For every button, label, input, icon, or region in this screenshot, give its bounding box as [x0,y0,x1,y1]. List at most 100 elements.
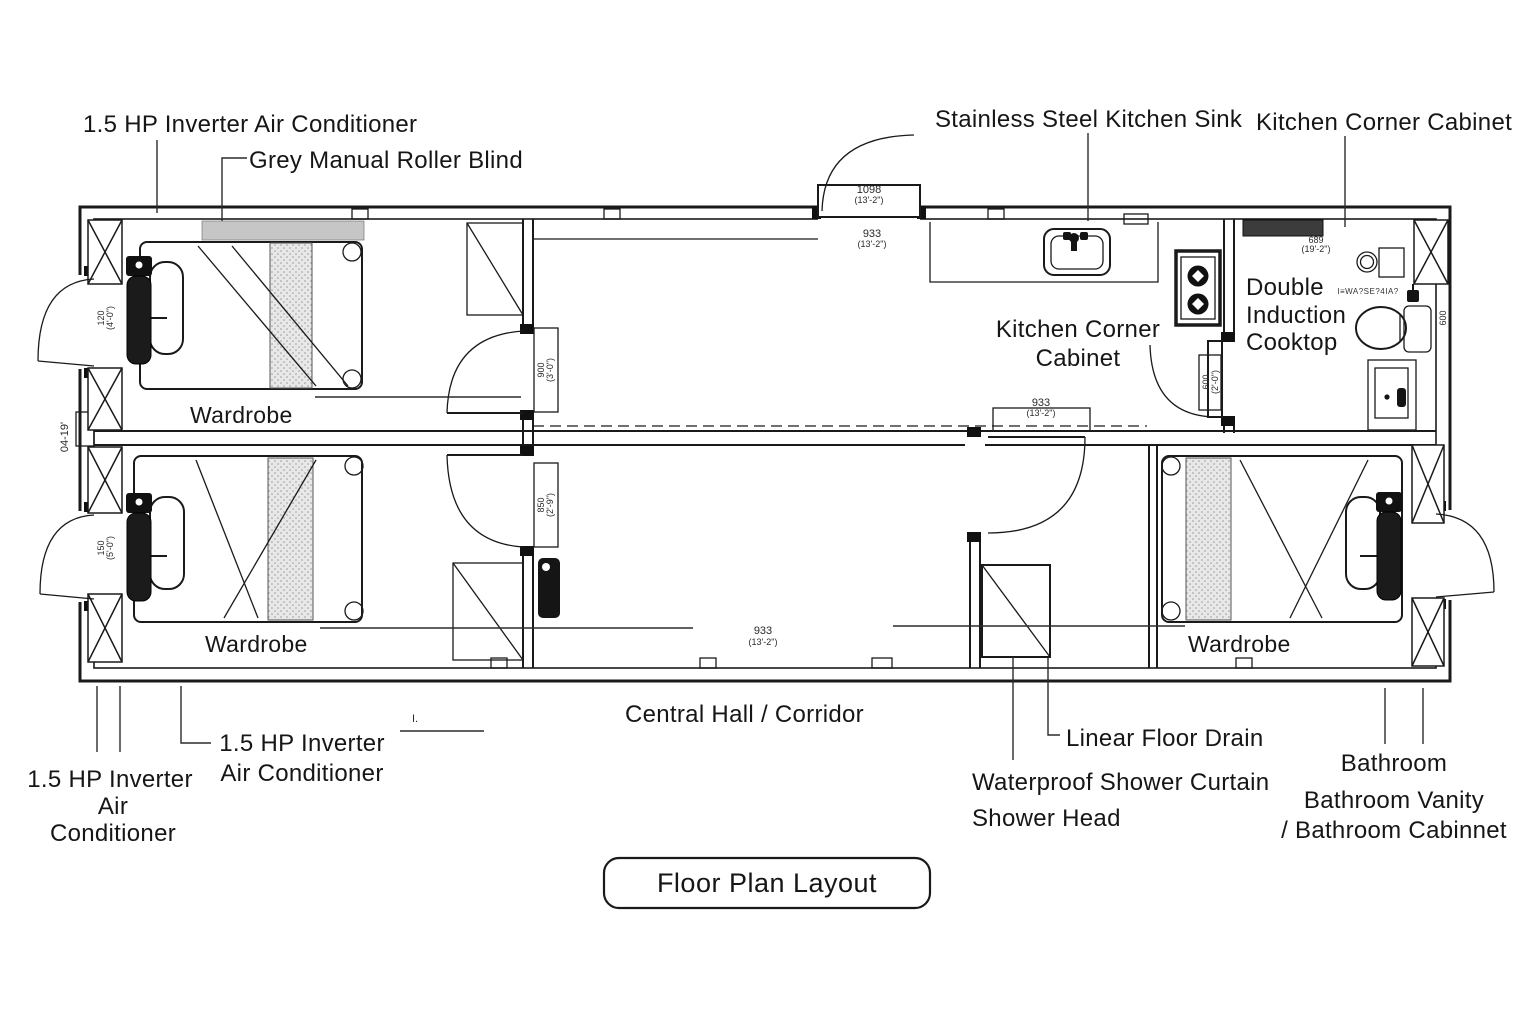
left-top-exterior-door-arc [37,278,95,362]
kitchen-sink [1043,228,1111,276]
corridor-ac-unit [538,558,560,618]
pillow [149,261,184,355]
bed-blanket-band [269,242,313,389]
bed-top-left [139,220,365,390]
ac-unit-top-left [126,256,152,365]
label-kitchen-corner-cabinet-top: Kitchen Corner Cabinet [1256,109,1512,136]
vanity-faucet-icon [1397,388,1406,407]
bathroom-door-arc [1149,344,1215,418]
pillow [149,496,185,590]
svg-text:Cabinet: Cabinet [1036,345,1121,372]
dim-left-mid: 04-19' [59,422,71,452]
closet-symbols [452,222,524,661]
kitchen-corner-cabinet-unit [1242,219,1324,237]
right-exterior-door-arc [1435,513,1495,593]
dim-top-inner: 933 [863,228,881,240]
bathroom-vanity [1367,359,1417,431]
bedroom-top-left-door-arc [446,330,524,414]
label-ac-bottom-left: 1.5 HP Inverter [27,766,192,793]
label-ac-bottom-mid: 1.5 HP Inverter [219,730,384,757]
garbled-text: I≡WA?SE?4IA? [1337,287,1399,296]
label-roller-blind: Grey Manual Roller Blind [249,147,523,174]
right-door-opening [1430,510,1454,600]
svg-text:Air: Air [98,793,128,820]
left-door-opening-bottom [76,511,98,602]
left-bottom-exterior-door-arc [39,514,95,595]
shower-head-icon [1407,284,1419,302]
ac-unit-bottom-right [1376,492,1402,601]
shower-tray [981,564,1051,658]
dim-left-bottom: 150 [96,540,106,555]
shower-room-door-arc [987,436,1086,534]
wall-ticks [351,208,1253,669]
svg-text:(2'-0"): (2'-0") [1210,370,1220,394]
leader-lines [96,133,1424,760]
kitchen-counter [929,222,1159,283]
bedroom-bottom-left-door-arc [446,454,524,548]
dim-hall: 933 [754,625,772,637]
svg-text:Conditioner: Conditioner [50,820,176,847]
page-title: Floor Plan Layout [657,868,877,898]
svg-text:(2'-9"): (2'-9") [545,493,555,517]
svg-text:(5'-0"): (5'-0") [105,536,115,560]
dim-mid-right: 933 [1032,397,1050,409]
svg-text:(13'-2"): (13'-2") [858,239,887,249]
x-brace-columns [87,219,1449,667]
dim-top-door: 1098 [857,184,881,196]
left-door-opening-top [76,275,98,369]
svg-text:Air Conditioner: Air Conditioner [220,760,383,787]
dim-left-top: 120 [96,310,106,325]
svg-text:(13'-2"): (13'-2") [855,195,884,205]
bed-blanket-band [1185,457,1232,621]
dim-top-right: 689 [1308,235,1323,245]
top-entry-door-leaf [817,184,921,218]
svg-text:Cooktop: Cooktop [1246,329,1338,356]
svg-text:(13'-2"): (13'-2") [749,637,778,647]
svg-text:/ Bathroom Cabinnet: / Bathroom Cabinnet [1281,817,1507,844]
garbled-mark: I. [412,713,418,725]
roller-blind-unit [201,220,365,241]
label-kitchen-sink: Stainless Steel Kitchen Sink [935,106,1243,133]
dimension-annotations: 1098 (13'-2") 933 (13'-2") 689 (19'-2") … [59,184,1448,725]
label-wardrobe-top-left: Wardrobe [190,402,293,428]
label-kitchen-corner-cabinet-mid: Kitchen Corner [996,316,1160,343]
dim-right-side: 600 [1438,310,1448,325]
toilet [1355,305,1432,353]
label-bathroom: Bathroom [1341,750,1447,777]
dim-door-a2: 850 [536,497,546,512]
pillow [1345,496,1381,590]
title-block: Floor Plan Layout [602,856,932,910]
label-shower-curtain: Waterproof Shower Curtain [972,769,1269,796]
ac-unit-bottom-left [126,493,152,602]
label-linear-floor-drain: Linear Floor Drain [1066,725,1263,752]
shower-area [981,564,1051,658]
sink-faucet-icon [1063,232,1088,251]
label-wardrobe-bottom-right: Wardrobe [1188,631,1291,657]
induction-cooktop [1174,249,1222,327]
linear-floor-drain-line [981,564,1051,658]
doors [37,134,1495,600]
svg-text:(19'-2"): (19'-2") [1302,244,1331,254]
bed-blanket-band [267,457,314,621]
svg-text:Induction: Induction [1246,302,1346,329]
label-central-hall: Central Hall / Corridor [625,701,864,728]
dim-door-a1: 900 [536,362,546,377]
bed-bottom-right [1161,455,1403,623]
callout-labels: 1.5 HP Inverter Air Conditioner Grey Man… [27,106,1512,847]
label-ac-top: 1.5 HP Inverter Air Conditioner [83,111,417,138]
label-cooktop: Double [1246,274,1324,301]
top-entry-door-arc [821,134,915,212]
svg-text:(4'-0"): (4'-0") [105,306,115,330]
svg-text:(13'-2"): (13'-2") [1027,408,1056,418]
label-bathroom-vanity: Bathroom Vanity [1304,787,1484,814]
label-wardrobe-bottom-left: Wardrobe [205,631,308,657]
dim-door-c: 600 [1201,374,1211,389]
bathroom-door-leaf [1207,340,1223,418]
kitchen [533,219,1324,327]
label-shower-head: Shower Head [972,805,1121,832]
bathroom-fixtures [1355,247,1432,431]
bathroom-shelf [1378,247,1405,278]
bed-bottom-left [133,455,364,623]
